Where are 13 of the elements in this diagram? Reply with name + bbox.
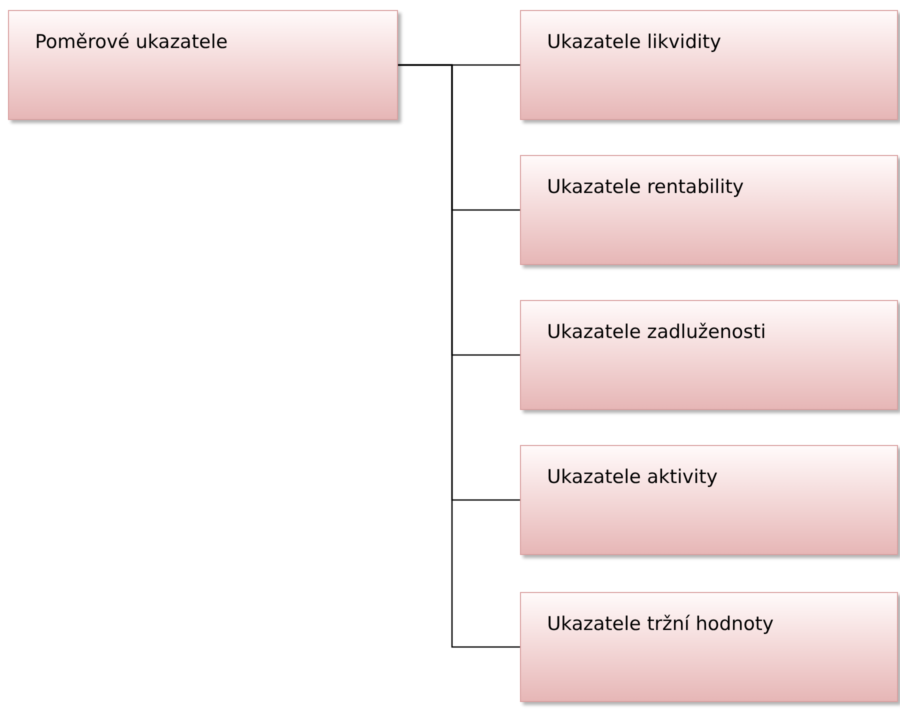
box-label: Ukazatele aktivity [547,466,718,490]
box-label: Ukazatele likvidity [547,31,722,55]
box-label: Ukazatele tržní hodnoty [547,613,774,637]
box-label: Ukazatele rentability [547,176,744,200]
box-label: Poměrové ukazatele [35,31,228,55]
category-box [520,592,898,702]
category-box [8,10,398,120]
connector-line [398,64,520,648]
box-label: Ukazatele zadluženosti [547,321,766,345]
category-box [520,300,898,410]
category-box [520,445,898,555]
category-box [520,155,898,265]
category-box [520,10,898,120]
